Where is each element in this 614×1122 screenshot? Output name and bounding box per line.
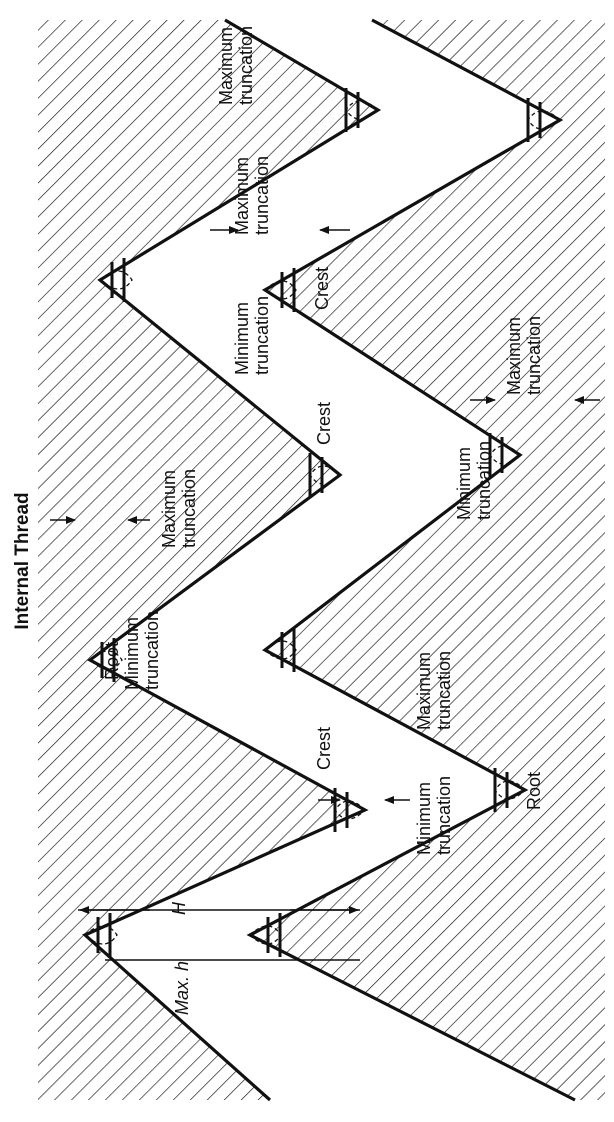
minimum-truncation-label-3b: truncation [474, 441, 494, 520]
root-crest-details [84, 88, 561, 957]
dimension-lines [50, 226, 600, 961]
diagram-title: Internal Thread [12, 492, 33, 629]
root-label-lower: Root [524, 772, 544, 810]
minimum-truncation-label-4: Minimum [414, 782, 434, 855]
maximum-truncation-label-4: Maximum [414, 652, 434, 730]
maximum-truncation-label-2b: truncation [252, 156, 272, 235]
crest-label-3: Crest [314, 727, 334, 770]
thread-flank-profile-left [82, 18, 382, 1102]
max-truncation-label-top: Maximum [216, 27, 236, 105]
root-label-upper: Root [102, 642, 122, 680]
maximum-truncation-label-1: Maximum [159, 470, 179, 548]
minimum-truncation-label-1b: truncation [142, 611, 162, 690]
minimum-truncation-label-1: Minimum [122, 617, 142, 690]
minimum-truncation-label-2b: truncation [252, 296, 272, 375]
label-group: Root Root Crest Crest Crest Minimum trun… [102, 26, 544, 1015]
thread-flank-profile-right [246, 18, 576, 1102]
minimum-truncation-label-3: Minimum [454, 447, 474, 520]
minimum-truncation-label-2: Minimum [232, 302, 252, 375]
internal-thread-body-hatch [38, 20, 378, 1100]
max-h-label: Max. h [172, 961, 192, 1015]
h-symbol-label: H [169, 901, 189, 915]
maximum-truncation-label-2: Maximum [232, 157, 252, 235]
crest-label-1: Crest [314, 402, 334, 445]
maximum-truncation-label-3b: truncation [524, 316, 544, 395]
mating-thread-body-hatch [250, 20, 605, 1100]
maximum-truncation-label-4b: truncation [434, 651, 454, 730]
maximum-truncation-label-1b: truncation [179, 469, 199, 548]
crest-label-2: Crest [312, 267, 332, 310]
maximum-truncation-label-3: Maximum [504, 317, 524, 395]
minimum-truncation-label-4b: truncation [434, 776, 454, 855]
max-truncation-label-top-b: truncation [236, 26, 256, 105]
